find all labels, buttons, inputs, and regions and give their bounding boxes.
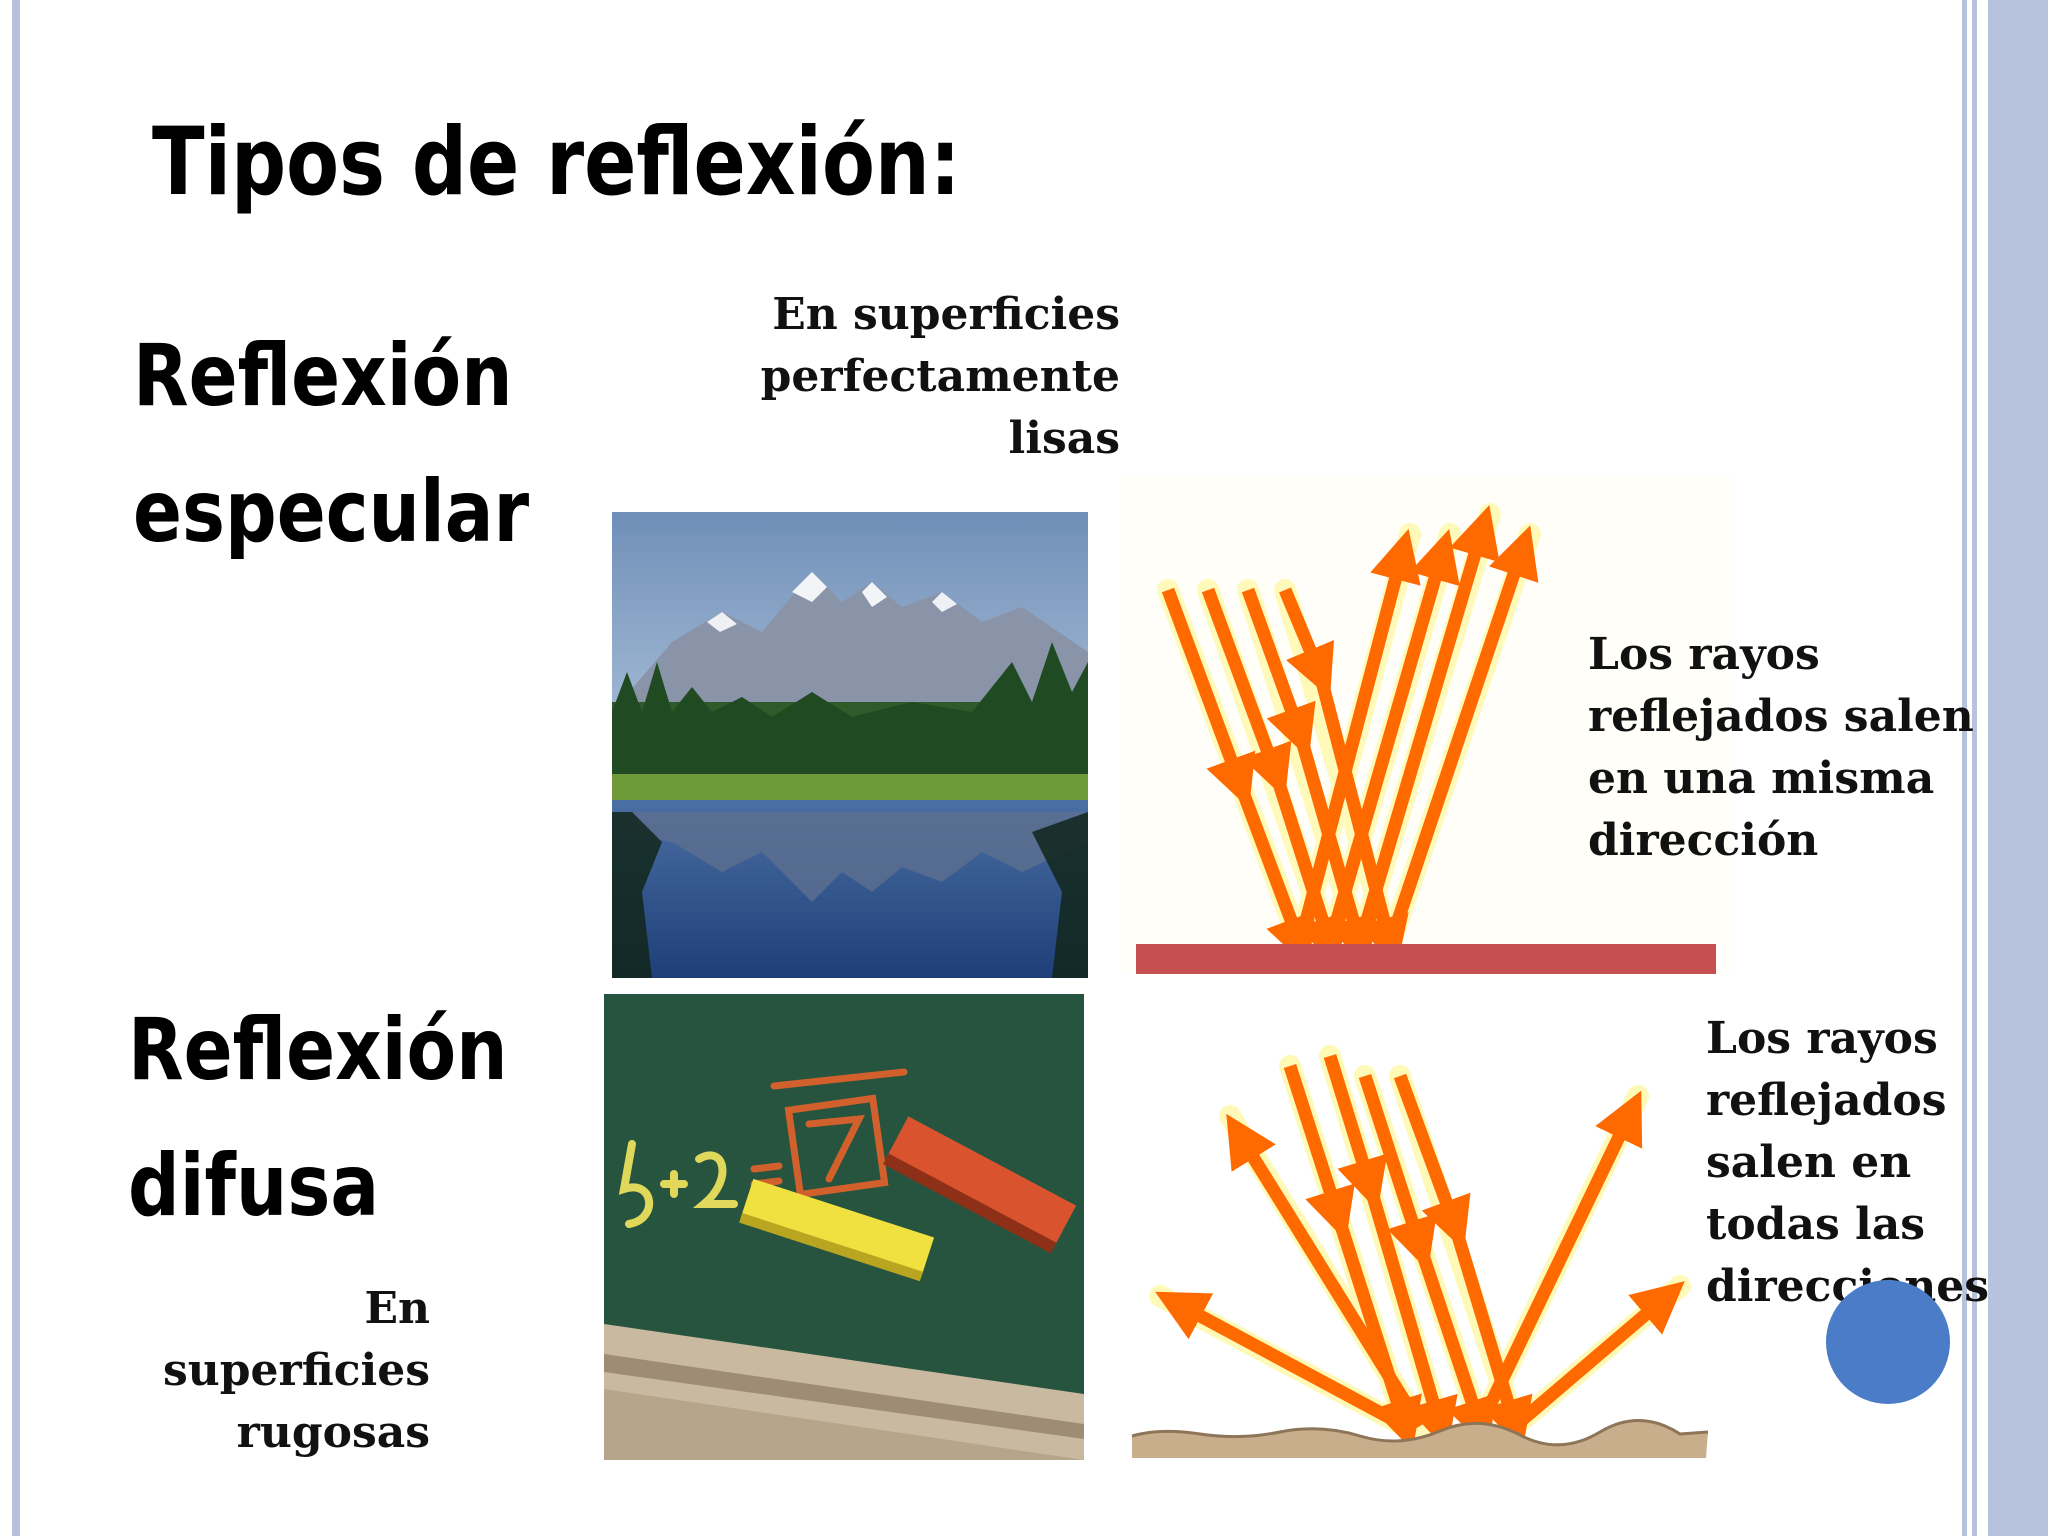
diffuse-rays-note: Los rayos reflejados salen en todas las … <box>1706 1013 1990 1312</box>
mountain-lake-photo <box>612 512 1088 978</box>
slide-frame-right <box>1962 0 2048 1536</box>
slide-frame-left <box>12 0 20 1536</box>
specular-title: Reflexión especular <box>133 326 530 562</box>
chalkboard-photo <box>604 994 1084 1460</box>
specular-rays-note: Los rayos reflejados salen en una misma … <box>1588 629 1974 866</box>
specular-surface-description: En superficies perfectamente lisas <box>760 289 1120 464</box>
decorative-circle <box>1826 1280 1950 1404</box>
slide-title: Tipos de reflexión: <box>152 108 961 217</box>
diffuse-reflection-diagram <box>1120 1036 1740 1466</box>
diffuse-title: Reflexión difusa <box>128 1000 508 1236</box>
diffuse-surface-description: En superficies rugosas <box>163 1283 430 1458</box>
specular-reflection-diagram <box>1112 474 1740 984</box>
